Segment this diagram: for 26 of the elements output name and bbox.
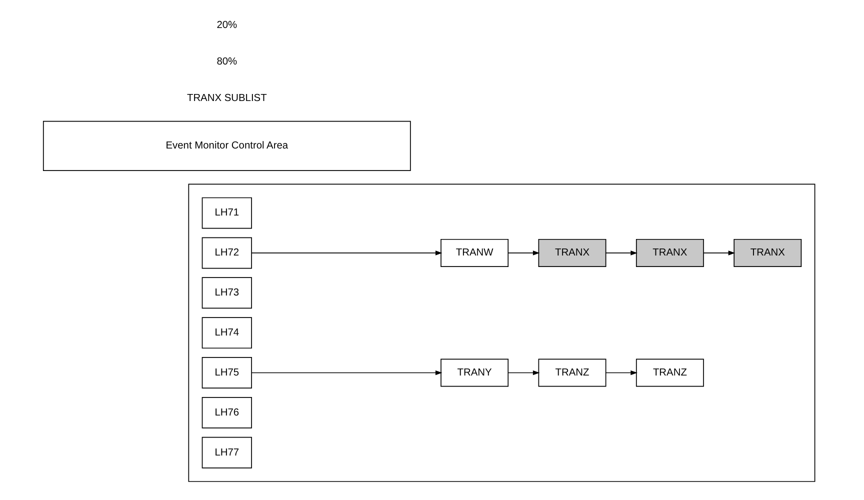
arrow [604,250,637,256]
node-box: TRANX [733,238,802,267]
node-box: LH76 [201,396,252,428]
node-box: TRANX [538,238,606,267]
node-box: LH74 [201,317,252,349]
node-box: TRANX [635,238,704,267]
arrow [507,250,540,256]
node-box: Event Monitor Control Area [42,120,410,171]
node-box: LH71 [201,197,252,229]
node-box: TRANZ [635,358,704,387]
node-box: LH77 [201,436,252,468]
node-box: LH72 [201,237,252,269]
arrow [702,250,735,256]
arrow [250,370,442,376]
arrow [507,370,540,376]
node-box: TRANW [440,238,508,267]
label: 80% [216,56,237,68]
label: 20% [216,20,237,31]
arrow [250,250,442,256]
node-box: LH73 [201,277,252,309]
arrow [604,370,637,376]
node-box: TRANZ [538,358,606,387]
label: TRANX SUBLIST [186,92,266,104]
cluster [188,184,815,482]
node-box: TRANY [440,358,508,387]
node-box: LH75 [201,357,252,388]
